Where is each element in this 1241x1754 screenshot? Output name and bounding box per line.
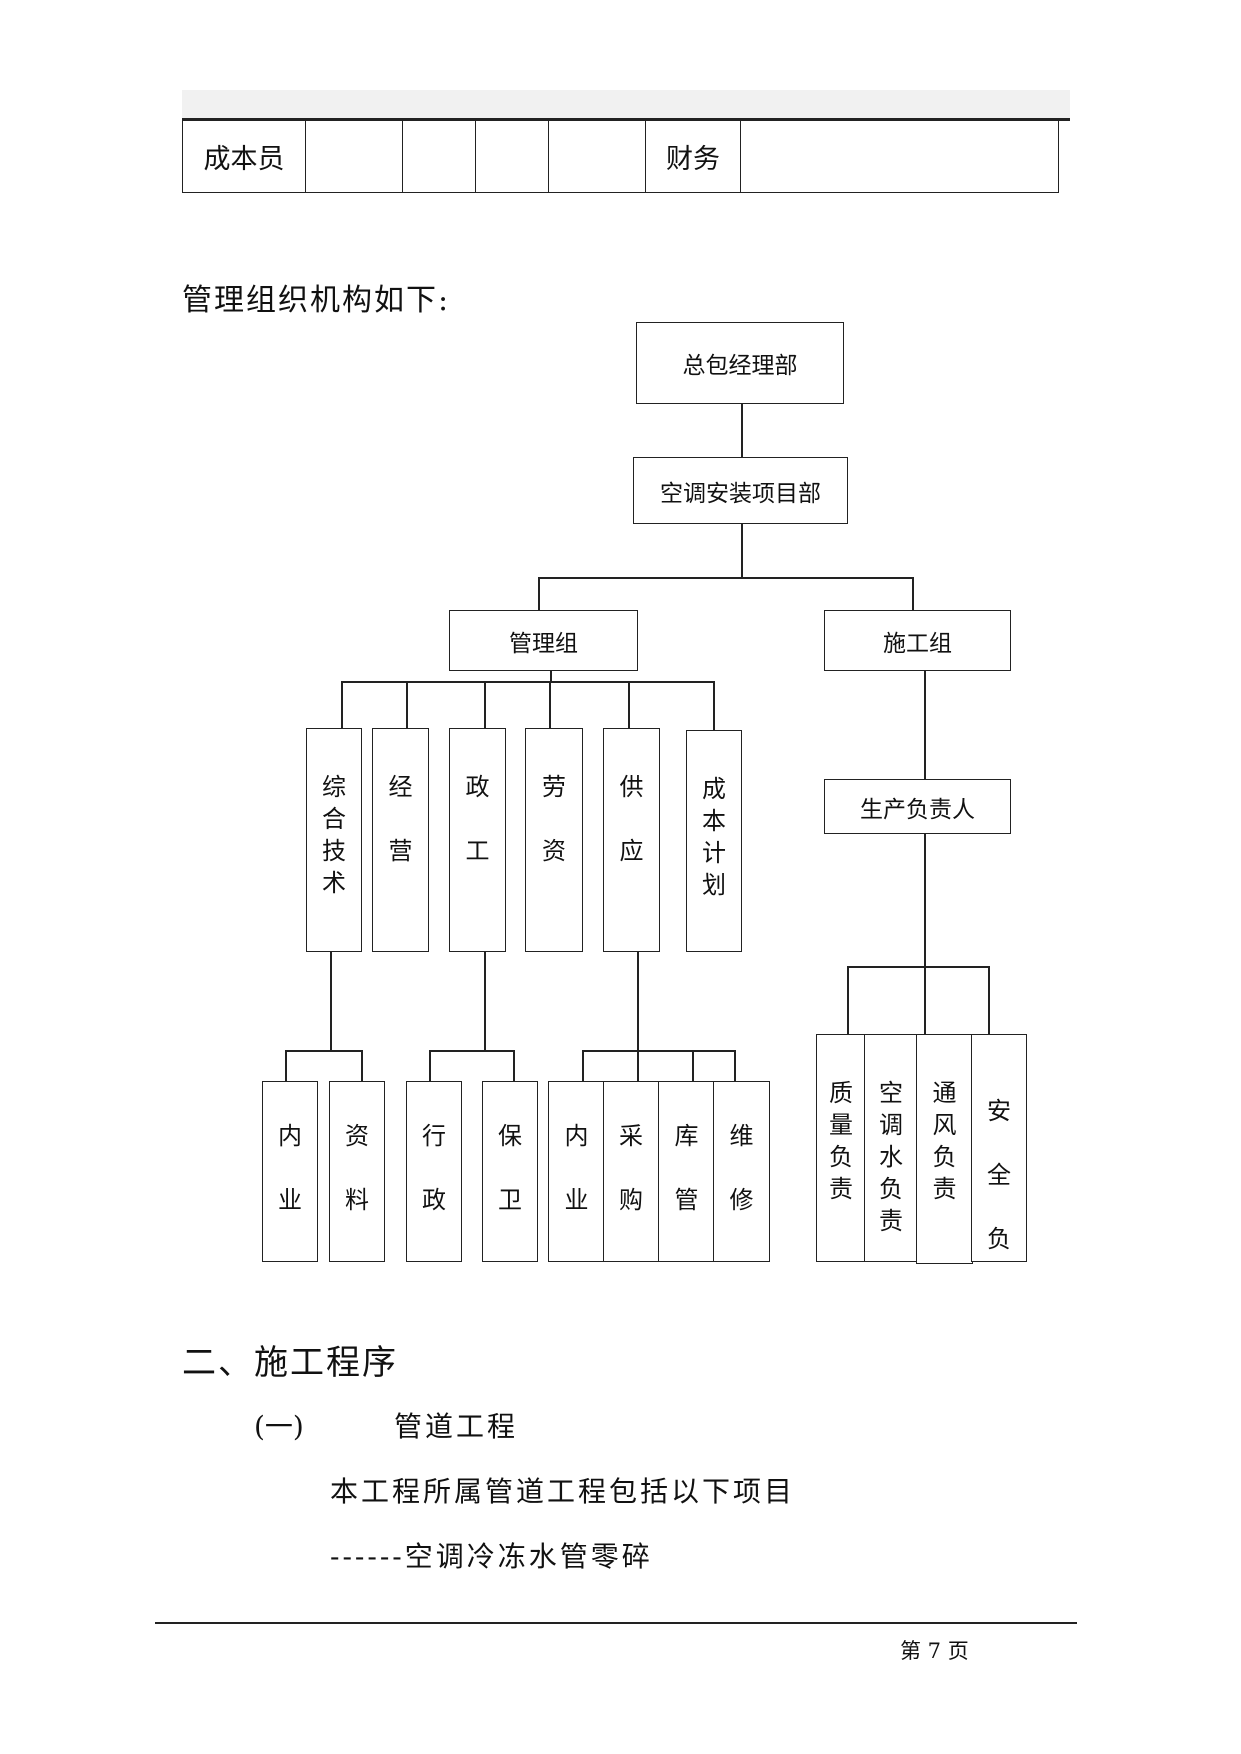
page-number: 第 7 页 — [900, 1639, 969, 1663]
table-cell — [305, 121, 402, 193]
connector-line — [924, 833, 926, 966]
connector-line — [628, 681, 630, 730]
connector-line — [741, 404, 743, 459]
org-label: 维 修 — [729, 1122, 754, 1214]
org-box-sub: 内 业 — [548, 1081, 605, 1262]
org-label: 供 应 — [619, 773, 644, 865]
connector-line — [692, 1050, 694, 1082]
connector-line — [285, 1050, 363, 1052]
org-label: 保 卫 — [498, 1122, 522, 1214]
table-cell — [548, 121, 645, 193]
org-box-sub: 库 管 — [658, 1081, 715, 1262]
sub-heading-title: 管道工程 — [394, 1410, 519, 1443]
org-box-political: 政 工 — [449, 728, 506, 952]
section-heading: 二、施工程序 — [182, 1343, 398, 1383]
table-row: 成本员 财务 — [182, 121, 1059, 194]
org-label: 行 政 — [422, 1122, 446, 1214]
org-label: 政 工 — [465, 773, 490, 865]
org-box-labor: 劳 资 — [525, 728, 583, 952]
org-label: 内 业 — [564, 1122, 589, 1214]
table-header-band — [182, 90, 1070, 118]
org-label: 安 全 负 — [987, 1097, 1011, 1253]
connector-line — [582, 1050, 584, 1082]
org-box-production-head: 生产负责人 — [824, 779, 1011, 834]
org-label: 综 合 技 术 — [322, 773, 346, 897]
org-box-sub: 通 风 负 责 — [916, 1034, 973, 1264]
connector-line — [538, 577, 914, 579]
connector-line — [741, 523, 743, 578]
connector-line — [550, 670, 552, 682]
org-box-supply: 供 应 — [603, 728, 660, 952]
table-cell: 财务 — [645, 121, 740, 193]
org-label: 经 营 — [388, 773, 413, 865]
org-box-construction-group: 施工组 — [824, 610, 1011, 671]
connector-line — [549, 681, 551, 730]
connector-line — [847, 966, 990, 968]
org-box-sub: 内 业 — [262, 1081, 318, 1262]
connector-line — [988, 966, 990, 1035]
intro-text: 管理组织机构如下: — [182, 283, 451, 318]
org-box-tech: 综 合 技 术 — [306, 728, 362, 952]
connector-line — [713, 681, 715, 730]
table-cell — [740, 121, 1059, 193]
connector-line — [285, 1050, 287, 1082]
connector-line — [361, 1050, 363, 1082]
table-cell — [402, 121, 475, 193]
org-box-sub: 行 政 — [406, 1081, 462, 1262]
org-label: 库 管 — [674, 1122, 699, 1214]
org-label: 成 本 计 划 — [702, 775, 726, 899]
org-box-business: 经 营 — [372, 728, 429, 952]
connector-line — [484, 681, 486, 730]
table-cell — [475, 121, 548, 193]
paragraph: 本工程所属管道工程包括以下项目 — [330, 1475, 796, 1508]
org-label: 通 风 负 责 — [932, 1079, 957, 1203]
table-cell: 成本员 — [182, 121, 305, 193]
connector-line — [538, 577, 540, 612]
paragraph: ------空调冷冻水管零碎 — [330, 1540, 653, 1573]
connector-line — [406, 681, 408, 730]
connector-line — [637, 951, 639, 1085]
org-box-sub: 采 购 — [603, 1081, 659, 1262]
org-box-sub: 保 卫 — [482, 1081, 538, 1262]
connector-line — [484, 951, 486, 1051]
org-label: 劳 资 — [542, 773, 566, 865]
org-label: 质 量 负 责 — [829, 1079, 853, 1203]
connector-line — [847, 966, 849, 1035]
org-box-mgmt-group: 管理组 — [449, 610, 638, 671]
table-top-border — [182, 118, 1070, 121]
connector-line — [330, 951, 332, 1051]
org-label: 内 业 — [278, 1122, 302, 1214]
org-box-sub: 维 修 — [713, 1081, 770, 1262]
connector-line — [582, 1050, 736, 1052]
org-box-project: 空调安装项目部 — [633, 457, 848, 524]
org-label: 采 购 — [619, 1122, 643, 1214]
org-label: 空 调 水 负 责 — [879, 1079, 903, 1235]
sub-heading: (一) 管道工程 — [254, 1405, 518, 1445]
org-label: 资 料 — [345, 1122, 369, 1214]
connector-line — [341, 681, 715, 683]
org-box-sub: 安 全 负 — [971, 1034, 1027, 1262]
connector-line — [924, 966, 926, 1035]
connector-line — [429, 1050, 431, 1082]
connector-line — [924, 670, 926, 780]
connector-line — [912, 577, 914, 612]
connector-line — [513, 1050, 515, 1082]
sub-heading-number: (一) — [254, 1410, 304, 1443]
org-box-sub: 空 调 水 负 责 — [864, 1034, 918, 1262]
org-box-sub: 质 量 负 责 — [816, 1034, 866, 1262]
connector-line — [429, 1050, 515, 1052]
connector-line — [341, 681, 343, 730]
org-box-cost-plan: 成 本 计 划 — [686, 730, 742, 952]
footer-divider — [155, 1622, 1077, 1624]
org-box-sub: 资 料 — [329, 1081, 385, 1262]
org-box-top: 总包经理部 — [636, 322, 844, 404]
connector-line — [734, 1050, 736, 1082]
